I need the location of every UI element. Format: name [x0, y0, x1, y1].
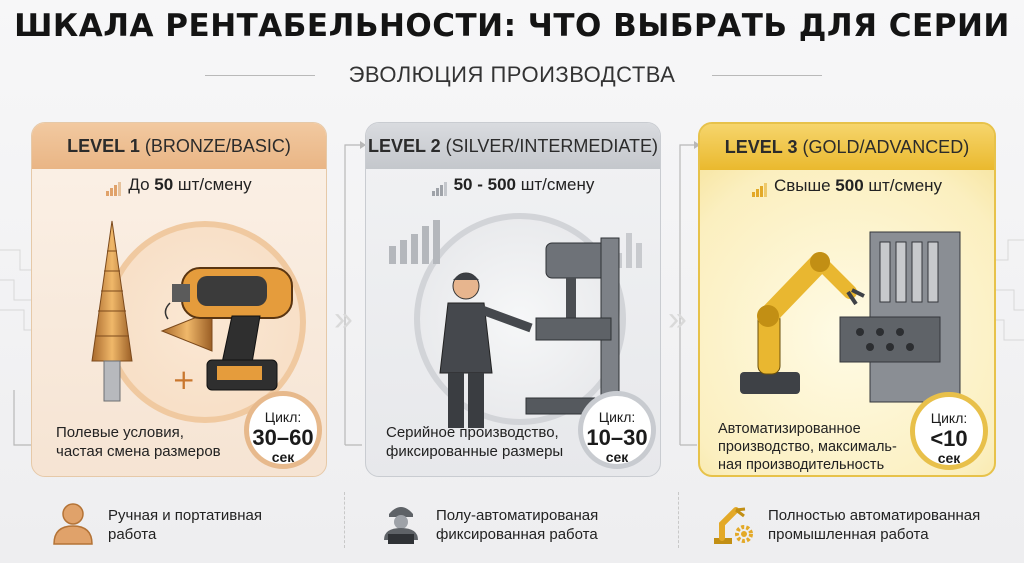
divider	[678, 492, 680, 548]
step-drill-bit-icon: +	[91, 220, 213, 402]
robotic-arm-cnc-icon	[740, 231, 961, 403]
level-1-work-type: Ручная и портативная работа	[50, 500, 330, 550]
flow-connectors	[13, 141, 700, 446]
bar-chart-icon	[431, 176, 448, 196]
level-2-cycle-badge: Цикл: 10–30 сек	[578, 391, 656, 469]
level-1-tier: (BRONZE/BASIC)	[139, 136, 291, 156]
level-1-description: Полевые условия, частая смена размеров	[56, 424, 221, 460]
level-1-work-type-text: Ручная и портативная работа	[108, 507, 262, 543]
subtitle-right-rule	[712, 75, 822, 76]
arrow-right-icon: »	[668, 300, 687, 338]
level-2-tier: (SILVER/INTERMEDIATE)	[440, 136, 659, 156]
subtitle: ЭВОЛЮЦИЯ ПРОИЗВОДСТВА	[348, 62, 676, 87]
subtitle-left-rule	[205, 75, 315, 76]
level-3-cycle-badge: Цикл: <10 сек	[910, 392, 988, 470]
level-1-cycle-badge: Цикл: 30–60 сек	[244, 391, 322, 469]
level-3-work-type-text: Полностью автоматированная промышленная …	[768, 507, 981, 543]
subtitle-row: ЭВОЛЮЦИЯ ПРОИЗВОДСТВА	[0, 60, 1024, 90]
cordless-drill-icon	[172, 267, 293, 391]
level-2-throughput: 50 - 500 шт/смену	[366, 175, 660, 196]
level-3-description: Автоматизированное производство, максима…	[718, 421, 897, 473]
level-3-work-type: Полностью автоматированная промышленная …	[710, 500, 1010, 550]
bar-chart-icon	[389, 220, 440, 264]
level-3-header: LEVEL 3 (GOLD/ADVANCED)	[700, 124, 994, 170]
bar-chart-icon	[106, 176, 122, 196]
level-2-work-type: Полу-автоматированая фиксированная работ…	[378, 500, 658, 550]
circuit-decoration-left	[0, 249, 34, 331]
level-2-description: Серийное производство, фиксированные раз…	[386, 424, 564, 460]
level-1-throughput: До 50 шт/смену	[32, 175, 326, 196]
level-3-card: LEVEL 3 (GOLD/ADVANCED) Свыше 500 шт/сме…	[698, 122, 996, 477]
page-title: ШКАЛА РЕНТАБЕЛЬНОСТИ: ЧТО ВЫБРАТЬ ДЛЯ СЕ…	[14, 8, 1010, 44]
robot-arm-gear-icon	[714, 507, 753, 544]
level-1-card: LEVEL 1 (BRONZE/BASIC) До 50 шт/смену +	[31, 122, 327, 477]
level-2-work-type-text: Полу-автоматированая фиксированная работ…	[436, 507, 599, 543]
bar-chart-icon	[751, 177, 768, 197]
circuit-decoration-right	[996, 239, 1024, 341]
worker-laptop-icon	[384, 507, 418, 544]
level-3-tier: (GOLD/ADVANCED)	[797, 137, 970, 157]
level-2-card: LEVEL 2 (SILVER/INTERMEDIATE) 50 - 500 ш…	[365, 122, 661, 477]
divider	[344, 492, 346, 548]
level-2-header: LEVEL 2 (SILVER/INTERMEDIATE)	[366, 123, 660, 169]
level-2-title: LEVEL 2	[367, 136, 441, 156]
person-icon	[53, 503, 93, 545]
level-1-header: LEVEL 1 (BRONZE/BASIC)	[32, 123, 326, 169]
level-3-throughput: Свыше 500 шт/смену	[700, 176, 994, 197]
svg-text:+: +	[172, 363, 195, 396]
level-1-title: LEVEL 1	[67, 136, 140, 156]
arrow-right-icon: »	[334, 300, 353, 338]
level-3-title: LEVEL 3	[724, 137, 798, 157]
